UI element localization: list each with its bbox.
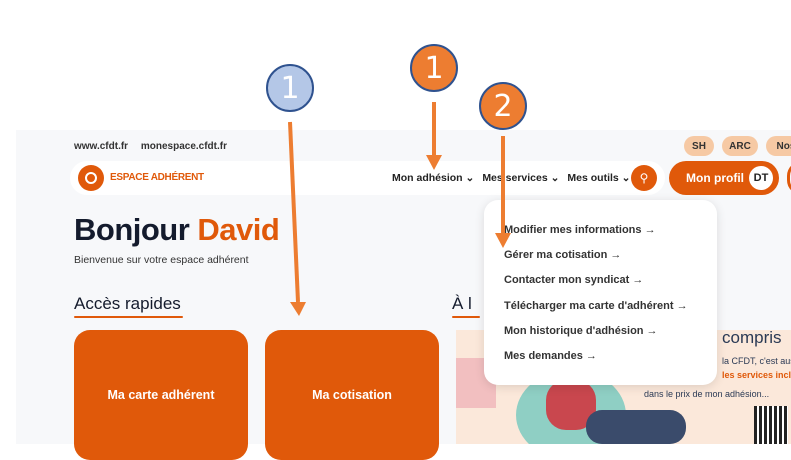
profile-button[interactable]: Mon profil DT — [669, 161, 779, 195]
profile-label: Mon profil — [686, 171, 744, 185]
nav-mon-adhesion[interactable]: Mon adhésion ⌄ — [392, 172, 475, 184]
annotation-arrows — [288, 102, 511, 316]
arrowhead — [290, 302, 306, 316]
promo-line: les services inclu — [722, 370, 791, 380]
menu-item-historique[interactable]: Mon historique d'adhésion → — [504, 324, 658, 337]
illustration-legs — [586, 410, 686, 444]
top-links: www.cfdt.fr monespace.cfdt.fr — [74, 141, 237, 152]
menu-item-telecharger[interactable]: Télécharger ma carte d'adhérent → — [504, 299, 688, 312]
card-ma-cotisation[interactable]: Ma cotisation — [265, 330, 439, 460]
nav-mes-outils[interactable]: Mes outils ⌄ — [567, 172, 631, 184]
annotation-badge: 1 — [266, 64, 314, 112]
qr-code[interactable] — [754, 406, 788, 444]
arrowhead — [495, 233, 511, 248]
card-ma-carte[interactable]: Ma carte adhérent — [74, 330, 248, 460]
avatar: DT — [749, 166, 773, 190]
arrowhead — [426, 155, 442, 170]
page-subtitle: Bienvenue sur votre espace adhérent — [74, 254, 249, 266]
menu-item-contacter[interactable]: Contacter mon syndicat → — [504, 274, 644, 287]
adhesion-dropdown: Modifier mes informations → Gérer ma cot… — [484, 200, 717, 385]
promo-big-text: compris — [722, 330, 782, 347]
annotation-badge: 2 — [479, 82, 527, 130]
search-icon[interactable]: ⚲ — [631, 165, 657, 191]
cfdt-link[interactable]: www.cfdt.fr — [74, 141, 129, 152]
monespace-link[interactable]: monespace.cfdt.fr — [140, 141, 227, 152]
pill-nos[interactable]: Nos — [766, 136, 791, 156]
promo-line: dans le prix de mon adhésion... — [644, 389, 770, 399]
second-heading: À l — [452, 294, 472, 313]
user-icon[interactable] — [78, 165, 104, 191]
pill-arc[interactable]: ARC — [722, 136, 758, 156]
menu-item-cotisation[interactable]: Gérer ma cotisation → — [504, 249, 622, 262]
promo-line: la CFDT, c'est aus — [722, 356, 791, 366]
pill-sh[interactable]: SH — [684, 136, 714, 156]
annotation-badge: 1 — [410, 44, 458, 92]
menu-item-demandes[interactable]: Mes demandes → — [504, 349, 597, 362]
page-title: Bonjour David — [74, 212, 280, 247]
title-underline — [74, 316, 183, 318]
title-underline — [452, 316, 480, 318]
arrow-line — [288, 121, 300, 303]
logo-text[interactable]: ESPACE ADHÉRENT — [110, 172, 204, 183]
quick-access-title: Accès rapides — [74, 294, 181, 313]
nav-bar — [70, 161, 665, 195]
menu-item-modifier[interactable]: Modifier mes informations → — [504, 224, 656, 236]
